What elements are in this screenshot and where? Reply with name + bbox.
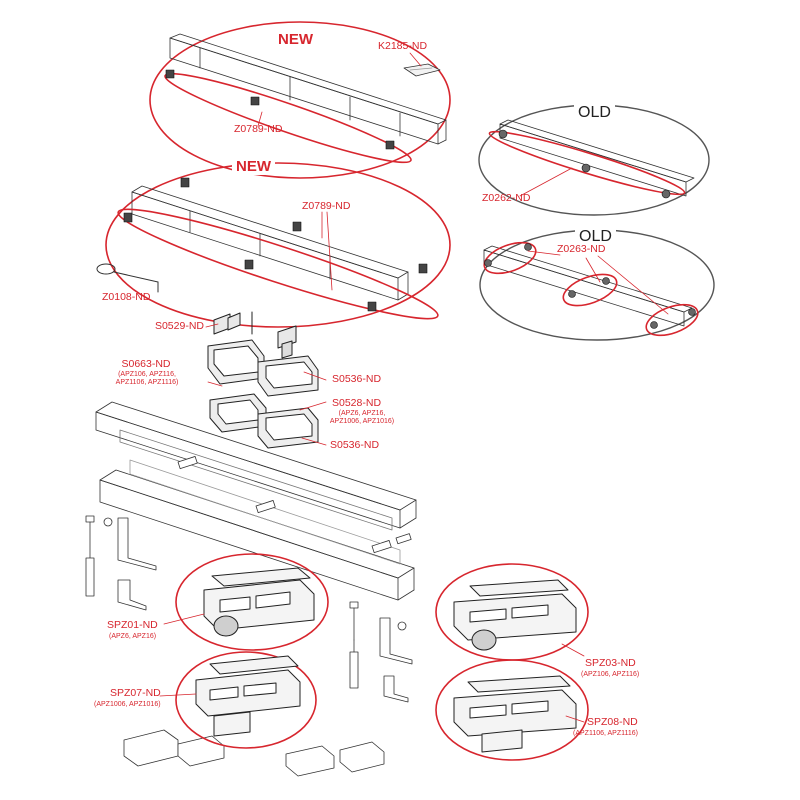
mounting-hardware [85,515,413,777]
old-mid-group [479,229,715,341]
label-spz01: SPZ01-ND [107,619,158,631]
z0789-mid-leader-b [326,211,333,291]
label-s0663: S0663-ND [121,358,171,370]
label-z0262: Z0262-ND [482,192,531,204]
s0536-lower [257,407,319,449]
top-rail-drawing [169,33,447,145]
label-s0536-lower: S0536-ND [330,439,380,451]
label-s0536-upper: S0536-ND [332,373,382,385]
spz01-siphon-drawing [203,567,315,637]
siphon-inserts [205,311,327,449]
spz08-group [435,659,589,761]
left-screw-set [85,515,157,611]
old-mid-clips [484,243,696,329]
new-mid-group [105,162,451,328]
spz08-leader [565,715,585,723]
new-tag-mid: NEW [232,158,275,175]
note-spz01: (APZ6, APZ16) [109,633,157,640]
new-mid-ring [105,162,451,328]
spz03-group [435,563,589,661]
z0263-leaders [527,250,669,315]
z0262-leader [519,167,573,197]
old-mid-rail-drawing [483,245,693,327]
s0536-upper [257,355,319,397]
old-top-clips [498,129,671,199]
spz03-leader [561,643,585,657]
mid-rail-clips [123,177,428,312]
note-spz03: (APZ106, APZ116) [581,671,640,678]
new-top-group [149,21,451,179]
new-top-ring [149,21,451,179]
spz07-siphon-drawing [195,655,301,737]
drain-channel-body [95,401,417,601]
z0789-top-ring [164,72,412,164]
label-k2185: K2185-ND [378,40,428,52]
note-spz08: (APZ1106, APZ1116) [573,730,638,737]
adjusting-screws [177,456,412,554]
z0263-ring-mid [562,273,618,307]
spz07-ring [175,651,317,749]
mid-rail-drawing [131,185,409,301]
label-spz03: SPZ03-ND [585,657,636,669]
spz03-siphon-drawing [453,579,577,651]
label-s0529: S0529-ND [154,320,204,332]
z0262-ring [488,130,686,196]
spz01-group [163,553,329,651]
z0789-mid-ring [117,208,439,320]
old-tag-mid: OLD [575,228,616,246]
note-s0528: (APZ6, APZ16, APZ1006, APZ1016) [329,410,395,426]
z0108-hook-tool [96,263,159,293]
z0263-ring-right [645,303,699,337]
note-s0663: (APZ106, APZ116, APZ1106, APZ1116) [115,371,179,387]
old-top-rail-drawing [499,119,695,197]
s0663-insert [207,339,265,385]
note-spz07: (APZ1006, APZ1016) [94,701,161,708]
label-spz07: SPZ07-ND [110,687,161,699]
label-s0528: S0528-ND [332,397,382,409]
new-tag-top: NEW [274,31,317,48]
label-spz08: SPZ08-ND [587,716,638,728]
insert-leaders [205,323,327,446]
spz01-ring [175,553,329,651]
z0789-top-leader [257,111,263,127]
old-tag-top: OLD [574,104,615,122]
top-rail-clips [165,69,395,150]
spz07-leader [159,693,197,697]
spz08-siphon-drawing [453,675,577,753]
z0263-ring-left [483,241,537,275]
spz08-ring [435,659,589,761]
s0529-clips [213,311,297,359]
label-z0108: Z0108-ND [102,291,151,303]
right-screw-set [349,601,413,703]
spz07-group [159,651,317,749]
support-feet [123,729,385,777]
spz01-leader [163,613,205,625]
label-z0789-top: Z0789-ND [234,123,283,135]
label-z0789-mid: Z0789-ND [302,200,351,212]
k2185-leader [409,52,422,67]
s0528-insert [209,393,267,433]
label-z0263: Z0263-ND [557,243,606,255]
